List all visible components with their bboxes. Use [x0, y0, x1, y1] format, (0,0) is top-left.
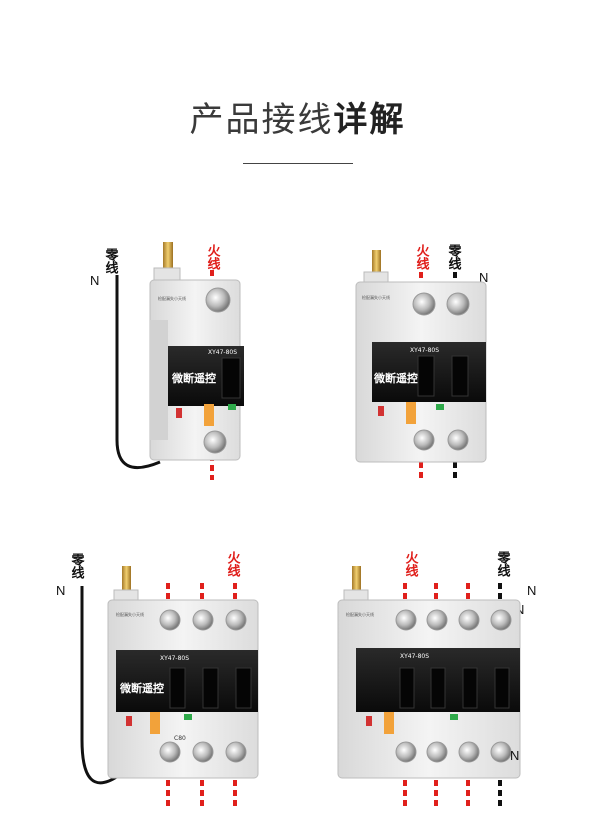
- page-title: 产品接线详解: [0, 92, 595, 141]
- rating-label: C80: [174, 735, 186, 742]
- screw-icon: [192, 609, 214, 631]
- live-label: 火线: [403, 551, 419, 578]
- toggle-handle-icon: [494, 667, 510, 709]
- screw-icon: [225, 609, 247, 631]
- neutral-wire: [80, 586, 119, 785]
- neutral-wire: [115, 275, 161, 470]
- neutral-label: 零线: [446, 244, 463, 271]
- toggle-handle-icon: [417, 355, 435, 397]
- model-label: XY47-80S: [160, 655, 189, 662]
- toggle-handle-icon: [221, 357, 241, 399]
- title-divider: [243, 163, 353, 164]
- screw-icon: [159, 741, 181, 763]
- diagram-1p-n-loop: 零线 火线 N 检配漏失小天线 XY47-80S 微断遥控: [90, 242, 244, 480]
- neutral-label: 零线: [495, 551, 512, 578]
- antenna-icon: [122, 566, 131, 592]
- screw-icon: [426, 741, 448, 763]
- brand-label: 微断遥控: [119, 681, 164, 695]
- neutral-letter: N: [56, 583, 65, 598]
- top-note: 检配漏失小天线: [362, 294, 390, 300]
- screw-icon: [490, 741, 512, 763]
- toggle-handle-icon: [235, 667, 252, 709]
- model-label: XY47-80S: [410, 347, 439, 354]
- screw-icon: [203, 430, 227, 454]
- status-window-icon: [150, 712, 160, 734]
- diagram-2p: 火线 零线 N N N 检配漏失小天线 XY47-80S 微断遥控: [355, 244, 488, 478]
- neutral-letter: N: [527, 583, 536, 598]
- antenna-icon: [372, 250, 381, 276]
- live-label: 火线: [414, 244, 430, 271]
- antenna-icon: [352, 566, 361, 592]
- screw-icon: [159, 609, 181, 631]
- neutral-letter: N: [90, 273, 99, 288]
- toggle-handle-icon: [399, 667, 415, 709]
- status-window-icon: [384, 712, 394, 734]
- screw-icon: [458, 741, 480, 763]
- top-note: 检配漏失小天线: [346, 611, 374, 617]
- toggle-handle-icon: [462, 667, 478, 709]
- status-window-icon: [204, 404, 214, 426]
- screw-icon: [447, 429, 469, 451]
- model-label: XY47-80S: [208, 349, 237, 356]
- antenna-icon: [163, 242, 173, 272]
- top-note: 检配漏失小天线: [158, 295, 186, 301]
- toggle-handle-icon: [430, 667, 446, 709]
- screw-icon: [413, 429, 435, 451]
- brand-label: 微断遥控: [171, 371, 216, 385]
- screw-icon: [446, 292, 470, 316]
- neutral-label: 零线: [103, 248, 120, 275]
- brand-label: 微断遥控: [373, 371, 418, 385]
- model-label: XY47-80S: [400, 653, 429, 660]
- screw-icon: [395, 741, 417, 763]
- screw-icon: [225, 741, 247, 763]
- screw-icon: [412, 292, 436, 316]
- screw-icon: [490, 609, 512, 631]
- live-label: 火线: [205, 244, 221, 271]
- neutral-label: 零线: [69, 553, 86, 580]
- toggle-handle-icon: [169, 667, 186, 709]
- diagram-4p: 火线 零线 N N 检配漏失小天线 XY47-80S N: [337, 551, 536, 810]
- screw-icon: [205, 287, 231, 313]
- live-label: 火线: [225, 551, 241, 578]
- title-light: 产品接线: [189, 100, 334, 140]
- diagram-3p-n-loop: 零线 火线 N 检配漏失小天线 XY47-80S 微断遥控 C80: [56, 551, 259, 810]
- screw-icon: [192, 741, 214, 763]
- screw-icon: [426, 609, 448, 631]
- toggle-handle-icon: [451, 355, 469, 397]
- screw-icon: [458, 609, 480, 631]
- screw-icon: [395, 609, 417, 631]
- title-bold: 详解: [333, 100, 406, 140]
- toggle-handle-icon: [202, 667, 219, 709]
- top-note: 检配漏失小天线: [116, 611, 144, 617]
- neutral-letter: N: [479, 270, 488, 285]
- status-window-icon: [406, 402, 416, 424]
- neutral-letter: N: [510, 748, 519, 763]
- control-panel: [116, 650, 258, 712]
